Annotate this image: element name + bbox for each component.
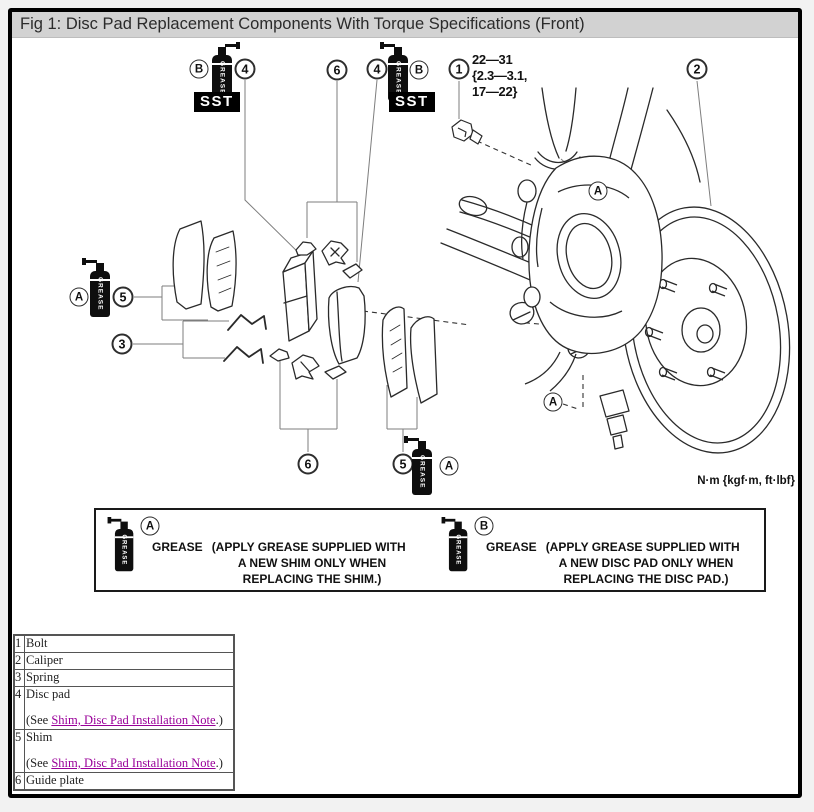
callout-3: 3 xyxy=(111,333,133,355)
callout-2: 2 xyxy=(686,58,708,80)
legend-grease-label: GREASE xyxy=(152,540,203,554)
part-number: 5 xyxy=(13,729,25,773)
legend-note-a: GREASE (APPLY GREASE SUPPLIED WITH A NEW… xyxy=(152,540,406,586)
callout-b-left: B xyxy=(189,59,209,79)
callout-5-left: 5 xyxy=(112,286,134,308)
grease-can-top-left: GREASE xyxy=(211,42,240,102)
callout-b-right: B xyxy=(409,60,429,80)
callout-4-right: 4 xyxy=(366,58,388,80)
callout-1: 1 xyxy=(448,58,470,80)
part-label: Caliper xyxy=(24,652,235,670)
grease-can-legend-a: GREASE xyxy=(107,517,134,572)
torque-spec: 22—31 {2.3—3.1, 17—22} xyxy=(472,52,528,99)
grease-can-left: GREASE xyxy=(82,258,111,318)
part-label: Guide plate xyxy=(24,772,235,791)
legend-note-b: GREASE (APPLY GREASE SUPPLIED WITH A NEW… xyxy=(486,540,740,586)
figure-title-bar: Fig 1: Disc Pad Replacement Components W… xyxy=(12,12,798,38)
legend-letter-b: B xyxy=(474,516,494,536)
callout-6-bottom: 6 xyxy=(297,453,319,475)
part-label: Disc pad (See Shim, Disc Pad Installatio… xyxy=(24,686,235,730)
grease-can-text: GREASE xyxy=(394,61,402,95)
table-row: 3 Spring xyxy=(13,669,235,687)
grease-legend-box: GREASE A GREASE (APPLY GREASE SUPPLIED W… xyxy=(94,508,766,592)
table-row: 2 Caliper xyxy=(13,652,235,670)
figure-title: Fig 1: Disc Pad Replacement Components W… xyxy=(20,15,585,33)
grease-can-text: GREASE xyxy=(218,61,226,95)
part-number: 6 xyxy=(13,772,25,791)
sst-label-left: SST xyxy=(194,92,240,112)
grease-legend-entry-a: GREASE A GREASE (APPLY GREASE SUPPLIED W… xyxy=(107,510,422,590)
part-label: Spring xyxy=(24,669,235,687)
legend-grease-label: GREASE xyxy=(486,540,537,554)
grease-can-bottom: GREASE xyxy=(404,436,433,496)
grease-can-legend-b: GREASE xyxy=(441,517,468,572)
torque-units-label: N·m {kgf·m, ft·lbf} xyxy=(697,475,795,487)
grease-legend-entry-b: GREASE B GREASE (APPLY GREASE SUPPLIED W… xyxy=(441,510,756,590)
shim-disc-pad-installation-note-link[interactable]: Shim, Disc Pad Installation Note xyxy=(51,713,216,727)
part-number: 3 xyxy=(13,669,25,687)
callout-a-bottom: A xyxy=(439,456,459,476)
sst-label-right: SST xyxy=(389,92,435,112)
parts-table: 1 Bolt 2 Caliper 3 Spring 4 Disc pad (Se… xyxy=(13,634,235,791)
callout-a-bleeder: A xyxy=(543,392,563,412)
legend-letter-a: A xyxy=(140,516,160,536)
callout-a-left: A xyxy=(69,287,89,307)
grease-can-text: GREASE xyxy=(120,534,128,566)
grease-can-text: GREASE xyxy=(418,455,426,489)
part-label: Bolt xyxy=(24,634,235,653)
grease-can-text: GREASE xyxy=(96,277,104,311)
table-row: 4 Disc pad (See Shim, Disc Pad Installat… xyxy=(13,686,235,730)
grease-can-top-right: GREASE xyxy=(380,42,409,102)
part-label: Shim (See Shim, Disc Pad Installation No… xyxy=(24,729,235,773)
callout-4-left: 4 xyxy=(234,58,256,80)
shim-disc-pad-installation-note-link[interactable]: Shim, Disc Pad Installation Note xyxy=(51,756,216,770)
callout-6-top: 6 xyxy=(326,59,348,81)
grease-can-text: GREASE xyxy=(454,534,462,566)
part-number: 2 xyxy=(13,652,25,670)
part-number: 1 xyxy=(13,634,25,653)
table-row: 1 Bolt xyxy=(13,634,235,653)
table-row: 5 Shim (See Shim, Disc Pad Installation … xyxy=(13,729,235,773)
table-row: 6 Guide plate xyxy=(13,772,235,791)
part-number: 4 xyxy=(13,686,25,730)
callout-a-caliper: A xyxy=(588,181,608,201)
